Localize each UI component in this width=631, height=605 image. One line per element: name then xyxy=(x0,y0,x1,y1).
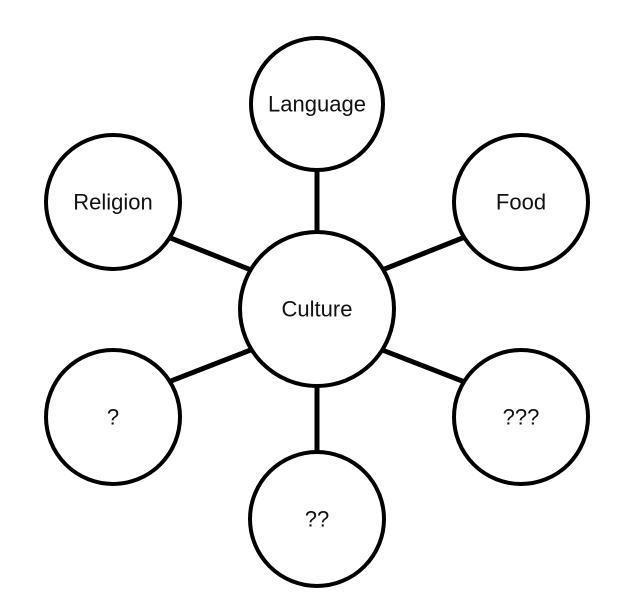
connector-single-question xyxy=(157,343,262,389)
connector-triple-question xyxy=(371,343,476,389)
node-triple-question-circle xyxy=(452,348,590,486)
connectors xyxy=(157,168,476,455)
node-language-label: Language xyxy=(268,92,366,117)
node-triple-question-label: ??? xyxy=(503,405,540,430)
node-food: Food xyxy=(452,133,590,271)
node-language-circle xyxy=(249,36,385,172)
node-double-question-circle xyxy=(248,450,386,588)
center-node: Culture xyxy=(238,230,396,388)
node-double-question-label: ?? xyxy=(305,507,329,532)
node-religion-circle xyxy=(44,133,182,271)
node-single-question-label: ? xyxy=(107,405,119,430)
node-food-circle xyxy=(452,133,590,271)
node-single-question: ? xyxy=(44,348,182,486)
node-language: Language xyxy=(249,36,385,172)
node-triple-question: ??? xyxy=(452,348,590,486)
center-node-circle xyxy=(238,230,396,388)
connector-food xyxy=(371,230,476,277)
node-religion-label: Religion xyxy=(73,190,153,215)
node-double-question: ?? xyxy=(248,450,386,588)
node-religion: Religion xyxy=(44,133,182,271)
center-node-label: Culture xyxy=(282,297,353,322)
node-food-label: Food xyxy=(496,190,546,215)
node-single-question-circle xyxy=(44,348,182,486)
connector-religion xyxy=(157,230,262,277)
